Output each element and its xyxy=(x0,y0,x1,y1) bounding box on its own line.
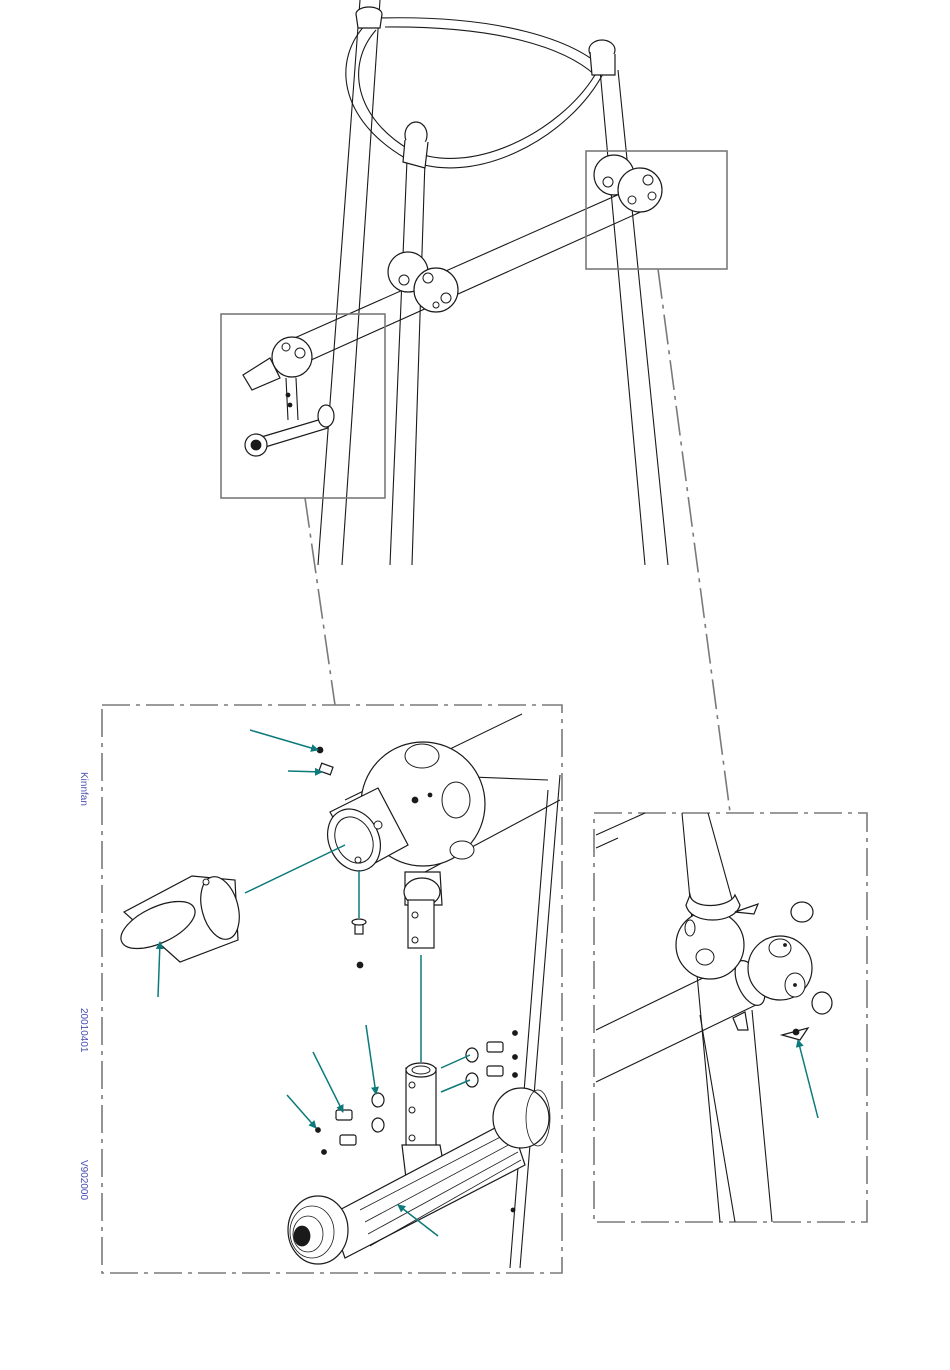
crossbar xyxy=(290,185,645,365)
left-end-assembly xyxy=(243,337,334,456)
detail-b-parts xyxy=(596,813,832,1222)
middle-ball-connector xyxy=(388,252,458,312)
arrow-icon xyxy=(798,1040,818,1118)
right-ball-connector xyxy=(594,155,662,212)
top-ring xyxy=(346,7,615,168)
overview-frame xyxy=(243,0,668,565)
detail-a-frame xyxy=(102,705,562,1273)
date-code-label: 20010401 xyxy=(78,1008,89,1053)
t-handle-icon xyxy=(288,1063,550,1264)
end-cap-icon xyxy=(114,872,246,962)
detail-a-parts xyxy=(114,714,560,1268)
frame-legs xyxy=(318,0,668,565)
brand-label: Kinnfan xyxy=(78,772,89,806)
part-code-label: V902000 xyxy=(78,1160,89,1200)
detail-leader-left xyxy=(305,498,335,705)
detail-leader-right xyxy=(658,269,730,812)
